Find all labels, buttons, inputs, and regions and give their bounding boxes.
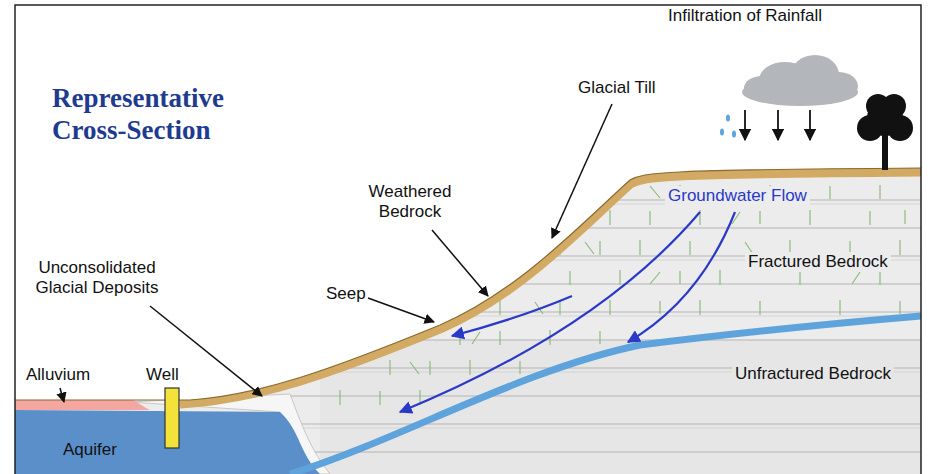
flow-arrow	[400, 212, 700, 412]
feature-label: Well	[146, 365, 179, 385]
ground	[0, 160, 936, 474]
layer-label: Glacial Till	[578, 78, 655, 98]
leader-arrow	[368, 298, 434, 322]
layer-label: Weathered Bedrock	[362, 182, 458, 223]
leader-arrow	[60, 388, 64, 402]
flow-arrow	[452, 296, 572, 336]
well-casing	[165, 388, 179, 448]
flow-label: Groundwater Flow	[665, 186, 810, 206]
layer-label: Alluvium	[26, 365, 90, 385]
layer-label: Unconsolidated Glacial Deposits	[24, 258, 170, 299]
water-bearing-layer	[290, 316, 921, 474]
frame	[15, 5, 921, 474]
rain-cloud	[742, 55, 858, 106]
layer-label: Aquifer	[60, 440, 120, 460]
infiltration-arrows	[745, 110, 810, 140]
alluvium-layer	[15, 396, 150, 410]
leader-arrow	[552, 104, 612, 238]
diagram-title: Representative Cross-Section	[52, 82, 282, 147]
layer-label: Fractured Bedrock	[745, 252, 891, 272]
ground-surface	[15, 168, 921, 400]
process-label: Infiltration of Rainfall	[668, 6, 822, 26]
bedrock	[15, 160, 921, 474]
feature-label: Seep	[326, 284, 366, 304]
glacial-till-layer	[180, 171, 921, 403]
flow-arrow	[628, 212, 735, 342]
rain-drops	[720, 115, 736, 138]
leader-arrow	[432, 230, 488, 296]
layer-label: Unfractured Bedrock	[732, 364, 894, 384]
tree	[857, 94, 913, 170]
